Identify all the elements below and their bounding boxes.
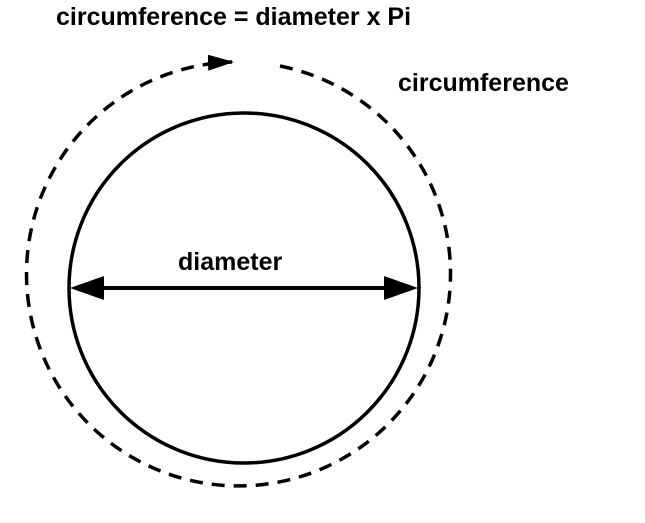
circumference-label: circumference xyxy=(398,69,569,97)
diameter-left-arrowhead xyxy=(70,276,104,300)
diameter-right-arrowhead xyxy=(384,276,418,300)
diameter-label: diameter xyxy=(178,248,283,276)
inner-circle xyxy=(67,111,421,465)
circumference-dashed-arc xyxy=(24,54,453,488)
formula-title: circumference = diameter x Pi xyxy=(56,3,412,31)
